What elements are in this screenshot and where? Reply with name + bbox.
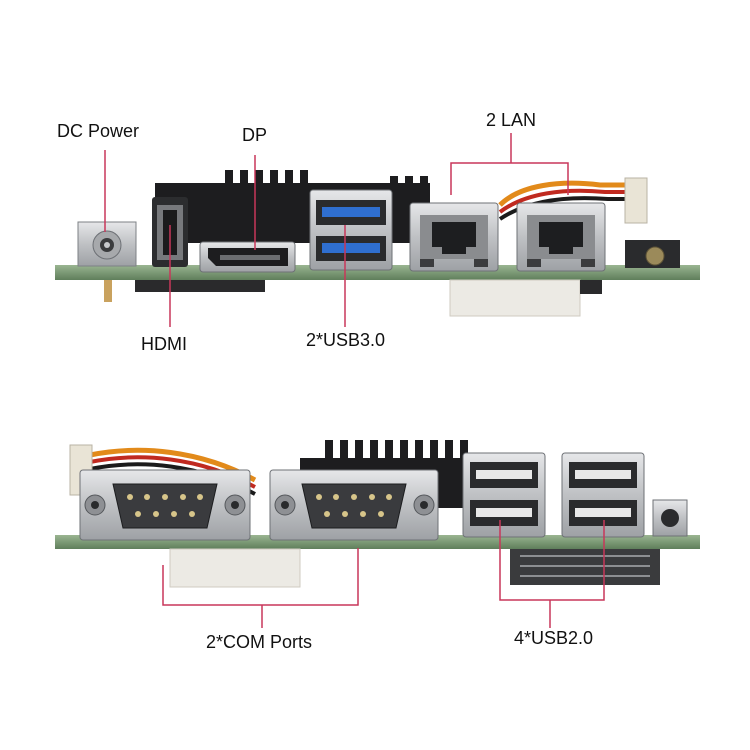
label-usb2: 4*USB2.0 bbox=[514, 628, 594, 648]
com-port-1 bbox=[79, 469, 251, 541]
lan-port-2 bbox=[516, 202, 606, 272]
lan-port-1 bbox=[409, 202, 499, 272]
board-bottom bbox=[55, 440, 700, 588]
label-usb3: 2*USB3.0 bbox=[306, 330, 386, 350]
usb2-stack-2 bbox=[561, 452, 645, 538]
com-port-2 bbox=[269, 469, 439, 541]
fan-cable bbox=[498, 180, 640, 207]
board-top bbox=[55, 170, 700, 317]
leader-lines bbox=[104, 133, 605, 628]
power-button bbox=[652, 499, 688, 537]
displayport-port bbox=[199, 241, 296, 273]
usb3-stack bbox=[309, 189, 393, 271]
label-com-ports: 2*COM Ports bbox=[206, 632, 313, 652]
dc-power-jack bbox=[77, 221, 137, 302]
label-hdmi: HDMI bbox=[141, 334, 187, 354]
label-dp: DP bbox=[242, 125, 268, 145]
label-lan: 2 LAN bbox=[486, 110, 537, 130]
label-dc-power: DC Power bbox=[57, 121, 140, 141]
usb2-stack-1 bbox=[462, 452, 546, 538]
